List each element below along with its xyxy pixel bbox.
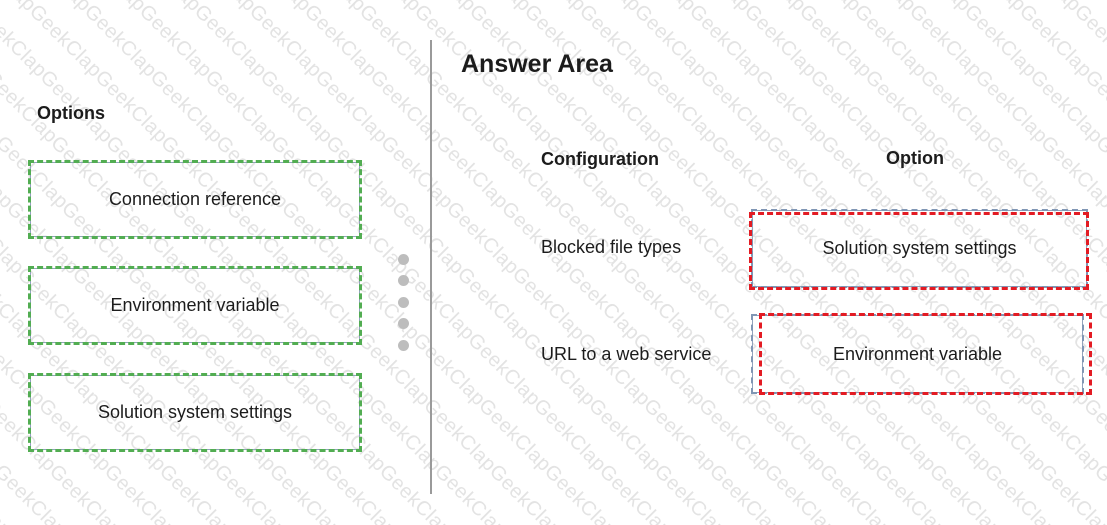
red-dashed-border [759,313,1092,395]
options-title: Options [37,103,105,123]
configuration-label-blocked-file-types: Blocked file types [541,237,682,257]
answer-chip: Solution system settings [822,238,1017,258]
red-dashed-border [749,212,1089,290]
option-label: Environment variable [110,295,280,315]
drag-dot [398,275,409,286]
drag-dot [398,297,409,308]
option-label: Solution system settings [97,402,293,422]
configuration-label-url-web-service: URL to a web service [541,344,712,364]
green-dashed-border [28,160,362,239]
drop-target-url-web-service[interactable]: Environment variable [751,313,1092,395]
draggable-option-environment-variable[interactable]: Environment variable [28,266,362,345]
green-dashed-border [28,373,362,452]
green-dashed-border [28,266,362,345]
column-header-configuration: Configuration [541,149,659,169]
answer-chip: Environment variable [832,343,1003,364]
drag-dot [398,318,409,329]
column-header-option: Option [886,148,944,168]
drag-dot [398,340,409,351]
answer-area-title: Answer Area [461,50,613,78]
draggable-option-solution-system-settings[interactable]: Solution system settings [28,373,362,452]
option-label: Connection reference [108,189,282,209]
draggable-option-connection-reference[interactable]: Connection reference [28,160,362,239]
drag-dot [398,254,409,265]
drop-target-blocked-file-types[interactable]: Solution system settings [749,209,1089,290]
vertical-divider [430,40,432,494]
